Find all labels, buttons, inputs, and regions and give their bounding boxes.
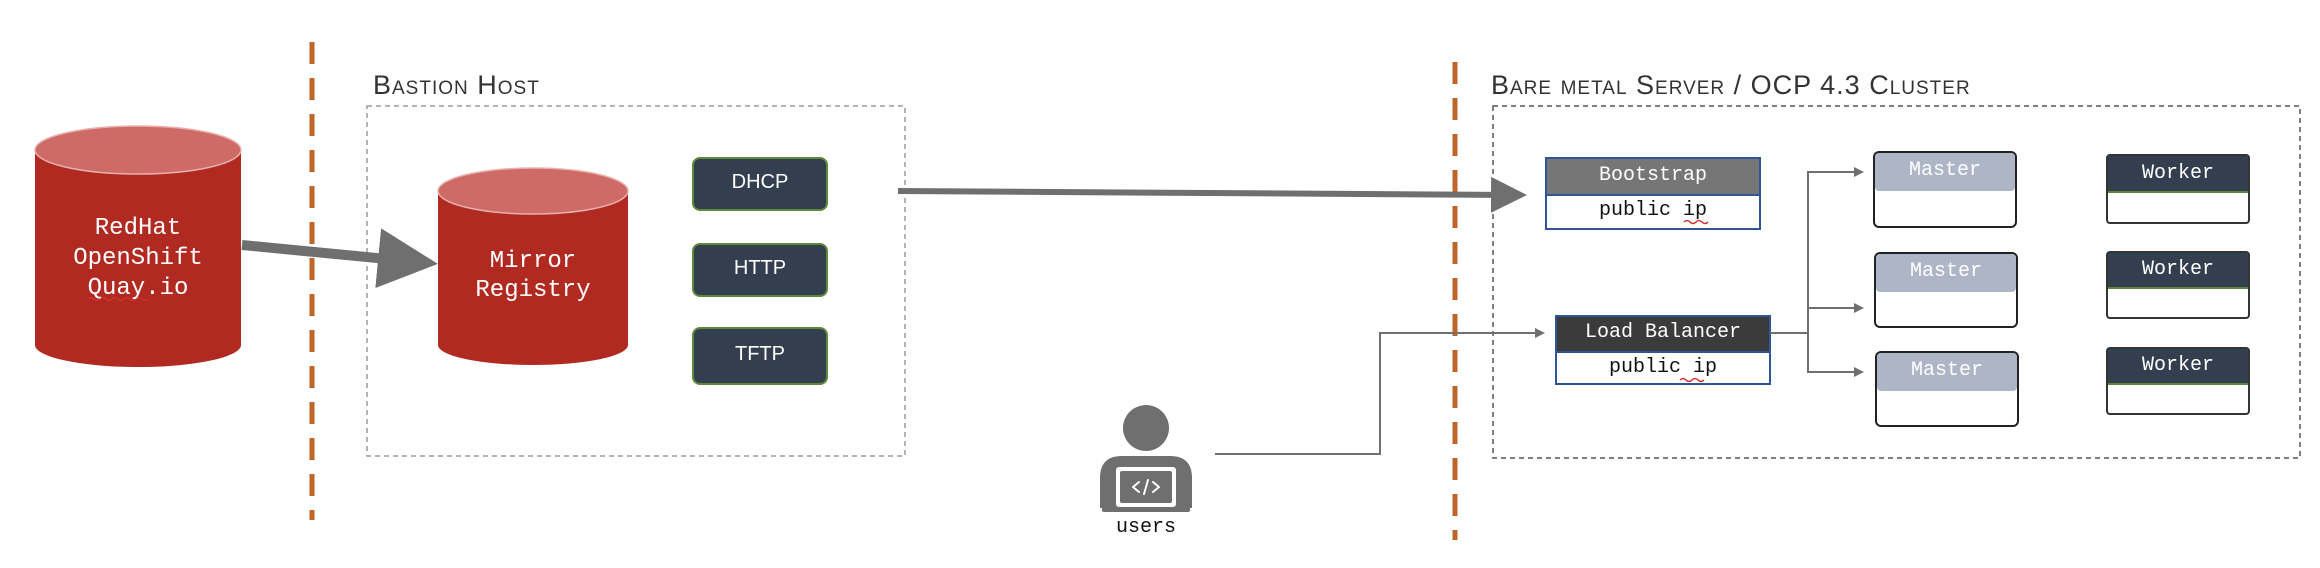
quay-label-line-2: OpenShift bbox=[73, 245, 203, 272]
lb-ip: public ip bbox=[1608, 356, 1718, 379]
master-1-box bbox=[1873, 151, 2017, 228]
mirror-registry-line-1: Mirror bbox=[489, 248, 577, 275]
lb-body-bg bbox=[1555, 351, 1771, 385]
lb-to-masters-connector bbox=[1770, 167, 1864, 377]
users-to-lb-connector bbox=[1215, 328, 1545, 455]
spellcheck-underline-ip-1 bbox=[1683, 219, 1709, 225]
worker-1-label: Worker bbox=[2141, 162, 2214, 185]
master-3-box bbox=[1875, 351, 2019, 427]
master-1-label: Master bbox=[1908, 159, 1981, 182]
dhcp-box bbox=[692, 157, 828, 211]
master-2-label: Master bbox=[1909, 260, 1982, 283]
master-3-label: Master bbox=[1910, 359, 1983, 382]
arrow-quay-to-registry bbox=[241, 228, 438, 289]
mirror-registry-cylinder bbox=[437, 167, 629, 365]
arrow-bastion-to-bootstrap bbox=[897, 176, 1527, 213]
tftp-box bbox=[692, 327, 828, 385]
bastion-region bbox=[366, 105, 906, 457]
worker-2-box bbox=[2106, 251, 2250, 319]
spellcheck-underline-quay bbox=[87, 296, 149, 302]
quay-label-line-3: Quay.io bbox=[87, 275, 189, 302]
http-label: HTTP bbox=[733, 257, 787, 279]
quay-cylinder bbox=[34, 125, 242, 367]
cluster-region bbox=[1492, 105, 2301, 459]
dhcp-label: DHCP bbox=[731, 171, 789, 193]
bootstrap-ip: public ip bbox=[1598, 199, 1708, 222]
quay-label: RedHat OpenShift Quay.io bbox=[35, 214, 241, 304]
cluster-title: Bare metal Server / OCP 4.3 Cluster bbox=[1491, 70, 1971, 100]
mirror-registry-line-2: Registry bbox=[475, 277, 591, 304]
worker-3-label: Worker bbox=[2141, 354, 2214, 377]
bootstrap-body-bg bbox=[1545, 194, 1761, 230]
bootstrap-header-bg bbox=[1545, 157, 1761, 196]
lb-header-bg bbox=[1555, 315, 1771, 353]
tftp-label: TFTP bbox=[735, 343, 785, 365]
user-laptop-icon bbox=[1100, 405, 1192, 512]
lb-title: Load Balancer bbox=[1584, 321, 1742, 344]
worker-3-box bbox=[2106, 347, 2250, 415]
worker-1-box bbox=[2106, 154, 2250, 224]
bastion-title: Bastion Host bbox=[373, 70, 540, 100]
spellcheck-underline-ip-2 bbox=[1679, 377, 1705, 383]
master-2-box bbox=[1874, 252, 2018, 328]
users-label: users bbox=[1115, 516, 1176, 539]
bootstrap-title: Bootstrap bbox=[1598, 164, 1708, 187]
quay-label-line-1: RedHat bbox=[94, 215, 182, 242]
http-box bbox=[692, 243, 828, 297]
mirror-registry-label: Mirror Registry bbox=[438, 247, 628, 305]
worker-2-label: Worker bbox=[2141, 258, 2214, 281]
